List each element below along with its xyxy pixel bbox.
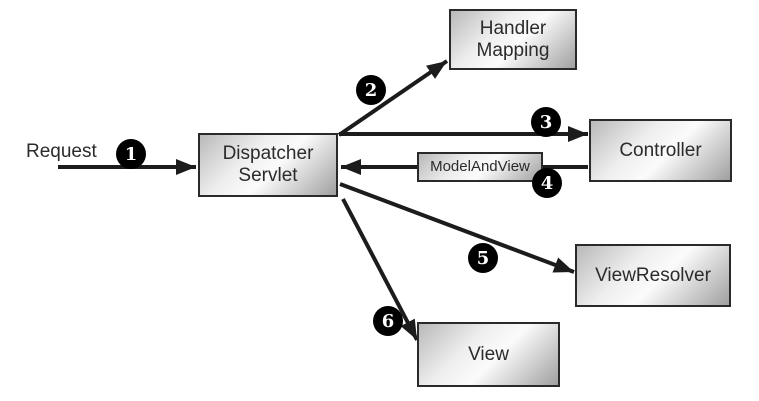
step-badge-5: 5: [468, 243, 498, 273]
node-handler-mapping: Handler Mapping: [449, 9, 577, 70]
request-label: Request: [26, 141, 97, 162]
node-view-resolver: ViewResolver: [575, 244, 731, 307]
node-model-and-view: ModelAndView: [417, 152, 543, 182]
node-handler-mapping-line2: Mapping: [476, 39, 550, 61]
node-handler-mapping-line1: Handler: [479, 17, 547, 39]
node-view: View: [417, 322, 560, 387]
node-controller-label: Controller: [619, 139, 702, 161]
arrow-dispatcher-to-view: [341, 198, 419, 341]
step-badge-3: 3: [531, 107, 561, 137]
node-view-resolver-label: ViewResolver: [595, 264, 711, 286]
node-dispatcher-servlet: Dispatcher Servlet: [198, 133, 338, 197]
arrow-dispatcher-to-handler-mapping: [337, 59, 449, 137]
node-view-label: View: [468, 343, 509, 365]
arrow-dispatcher-to-viewresolver: [339, 182, 575, 274]
node-dispatcher-servlet-line2: Servlet: [238, 165, 298, 186]
step-badge-2: 2: [356, 75, 386, 105]
node-model-and-view-label: ModelAndView: [430, 158, 530, 175]
step-badge-1: 1: [116, 139, 146, 169]
node-controller: Controller: [589, 119, 732, 182]
step-badge-4: 4: [532, 168, 562, 198]
step-badge-6: 6: [373, 306, 403, 336]
node-dispatcher-servlet-line1: Dispatcher: [222, 143, 314, 164]
